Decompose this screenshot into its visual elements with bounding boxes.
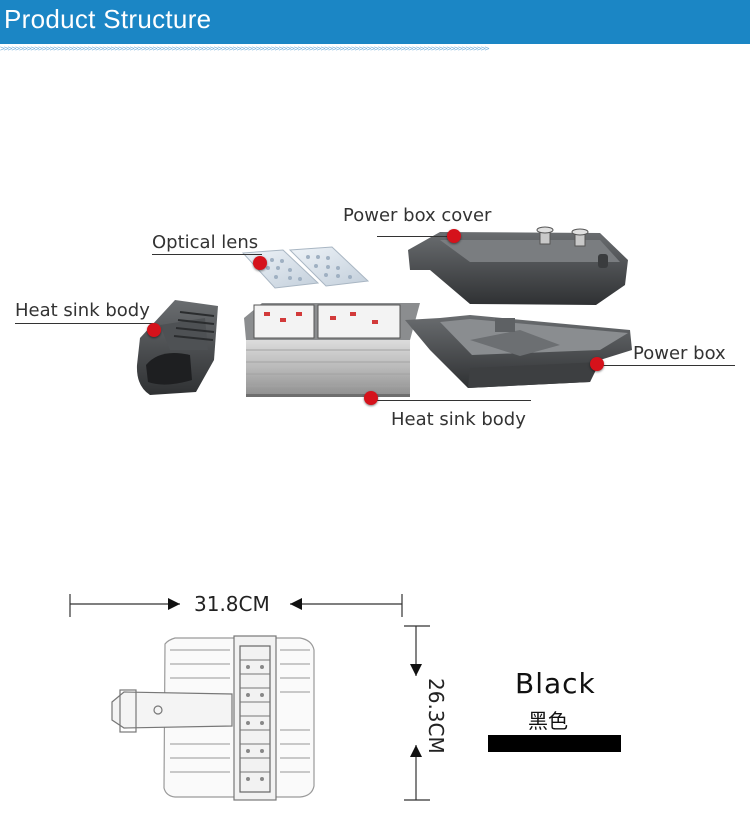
dimension-height-label: 26.3CM xyxy=(424,678,448,754)
section-header: Product Structure xyxy=(0,0,750,44)
marker-optical-lens xyxy=(253,256,267,270)
marker-heat-sink-body-center xyxy=(364,391,378,405)
leader-power-box xyxy=(597,365,735,366)
label-power-box-cover: Power box cover xyxy=(343,205,492,226)
leader-power-box-cover xyxy=(377,236,455,237)
power-box-cover-graphic xyxy=(408,226,628,305)
color-option-name: Black xyxy=(515,667,596,700)
marker-power-box xyxy=(590,357,604,371)
leader-heat-sink-body-center xyxy=(371,400,531,401)
label-heat-sink-body-center: Heat sink body xyxy=(391,409,526,430)
color-swatch xyxy=(488,735,621,752)
heat-sink-center-graphic xyxy=(244,303,420,397)
chevron-divider: >>>>>>>>>>>>>>>>>>>>>>>>>>>>>>>>>>>>>>>>… xyxy=(0,44,490,53)
marker-heat-sink-body-left xyxy=(147,323,161,337)
dimension-drawing xyxy=(69,594,430,801)
leader-heat-sink-body-left xyxy=(15,323,155,324)
power-box-graphic xyxy=(405,315,632,388)
color-option-name-cn: 黑色 xyxy=(528,709,568,733)
label-heat-sink-body-left: Heat sink body xyxy=(15,300,150,321)
product-top-view xyxy=(111,635,315,801)
section-title: Product Structure xyxy=(4,4,212,34)
dimension-width-label: 31.8CM xyxy=(194,592,270,616)
marker-power-box-cover xyxy=(447,229,461,243)
label-optical-lens: Optical lens xyxy=(152,232,259,253)
leader-optical-lens xyxy=(152,254,262,255)
label-power-box: Power box xyxy=(633,343,726,364)
